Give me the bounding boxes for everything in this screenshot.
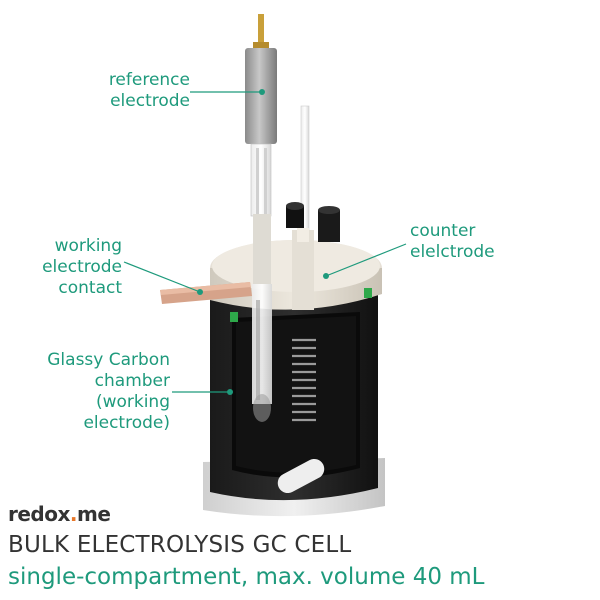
label-line: contact — [58, 278, 122, 298]
label-line: counter — [410, 221, 476, 241]
label-line: chamber — [94, 371, 170, 391]
label-line: electrode) — [83, 413, 170, 433]
page-subtitle: single-compartment, max. volume 40 mL — [8, 564, 485, 590]
label-line: elelctrode — [410, 242, 495, 262]
reference-electrode — [245, 14, 277, 422]
brand-suffix: me — [77, 502, 111, 526]
counter-electrode-label: counter elelctrode — [410, 221, 570, 263]
working-electrode-contact-label: working electrode contact — [0, 236, 122, 299]
leader-dots — [197, 89, 329, 395]
brand-logo: redox.me — [8, 502, 111, 526]
counter-coil — [292, 338, 316, 422]
label-line: reference — [108, 70, 190, 90]
brand-dot: . — [69, 502, 78, 526]
reference-electrode-label: reference electrode — [60, 70, 190, 112]
glassy-carbon-chamber-label: Glassy Carbon chamber (working electrode… — [0, 350, 170, 434]
label-line: electrode — [42, 257, 122, 277]
contact-strip — [160, 282, 252, 304]
page-title: BULK ELECTROLYSIS GC CELL — [8, 532, 352, 558]
brand-text: redox — [8, 502, 70, 526]
label-line: working — [54, 236, 122, 256]
stir-bar — [277, 458, 325, 494]
black-port-knob — [286, 202, 340, 242]
label-line: Glassy Carbon — [47, 350, 170, 370]
label-line: (working — [95, 392, 170, 412]
leader-lines — [123, 91, 407, 393]
label-line: electrode — [110, 91, 190, 111]
counter-electrode — [292, 105, 316, 422]
